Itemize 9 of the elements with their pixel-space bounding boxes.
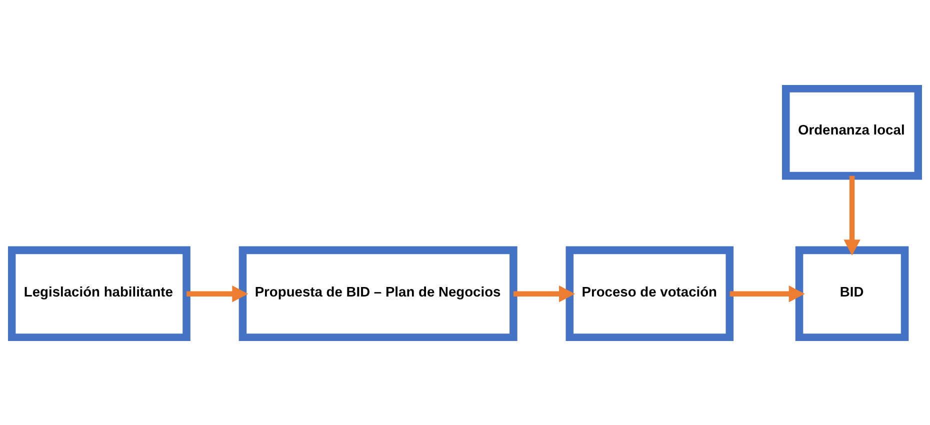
- arrow: [844, 175, 860, 256]
- arrow: [730, 284, 805, 302]
- node-box: Proceso de votación: [566, 246, 734, 340]
- arrow: [186, 284, 248, 302]
- node-box: Propuesta de BID – Plan de Negocios: [238, 246, 518, 340]
- arrow: [513, 284, 575, 302]
- node-box: Ordenanza local: [782, 84, 922, 180]
- node-box: Legislación habilitante: [8, 246, 190, 340]
- node-box: BID: [795, 246, 909, 340]
